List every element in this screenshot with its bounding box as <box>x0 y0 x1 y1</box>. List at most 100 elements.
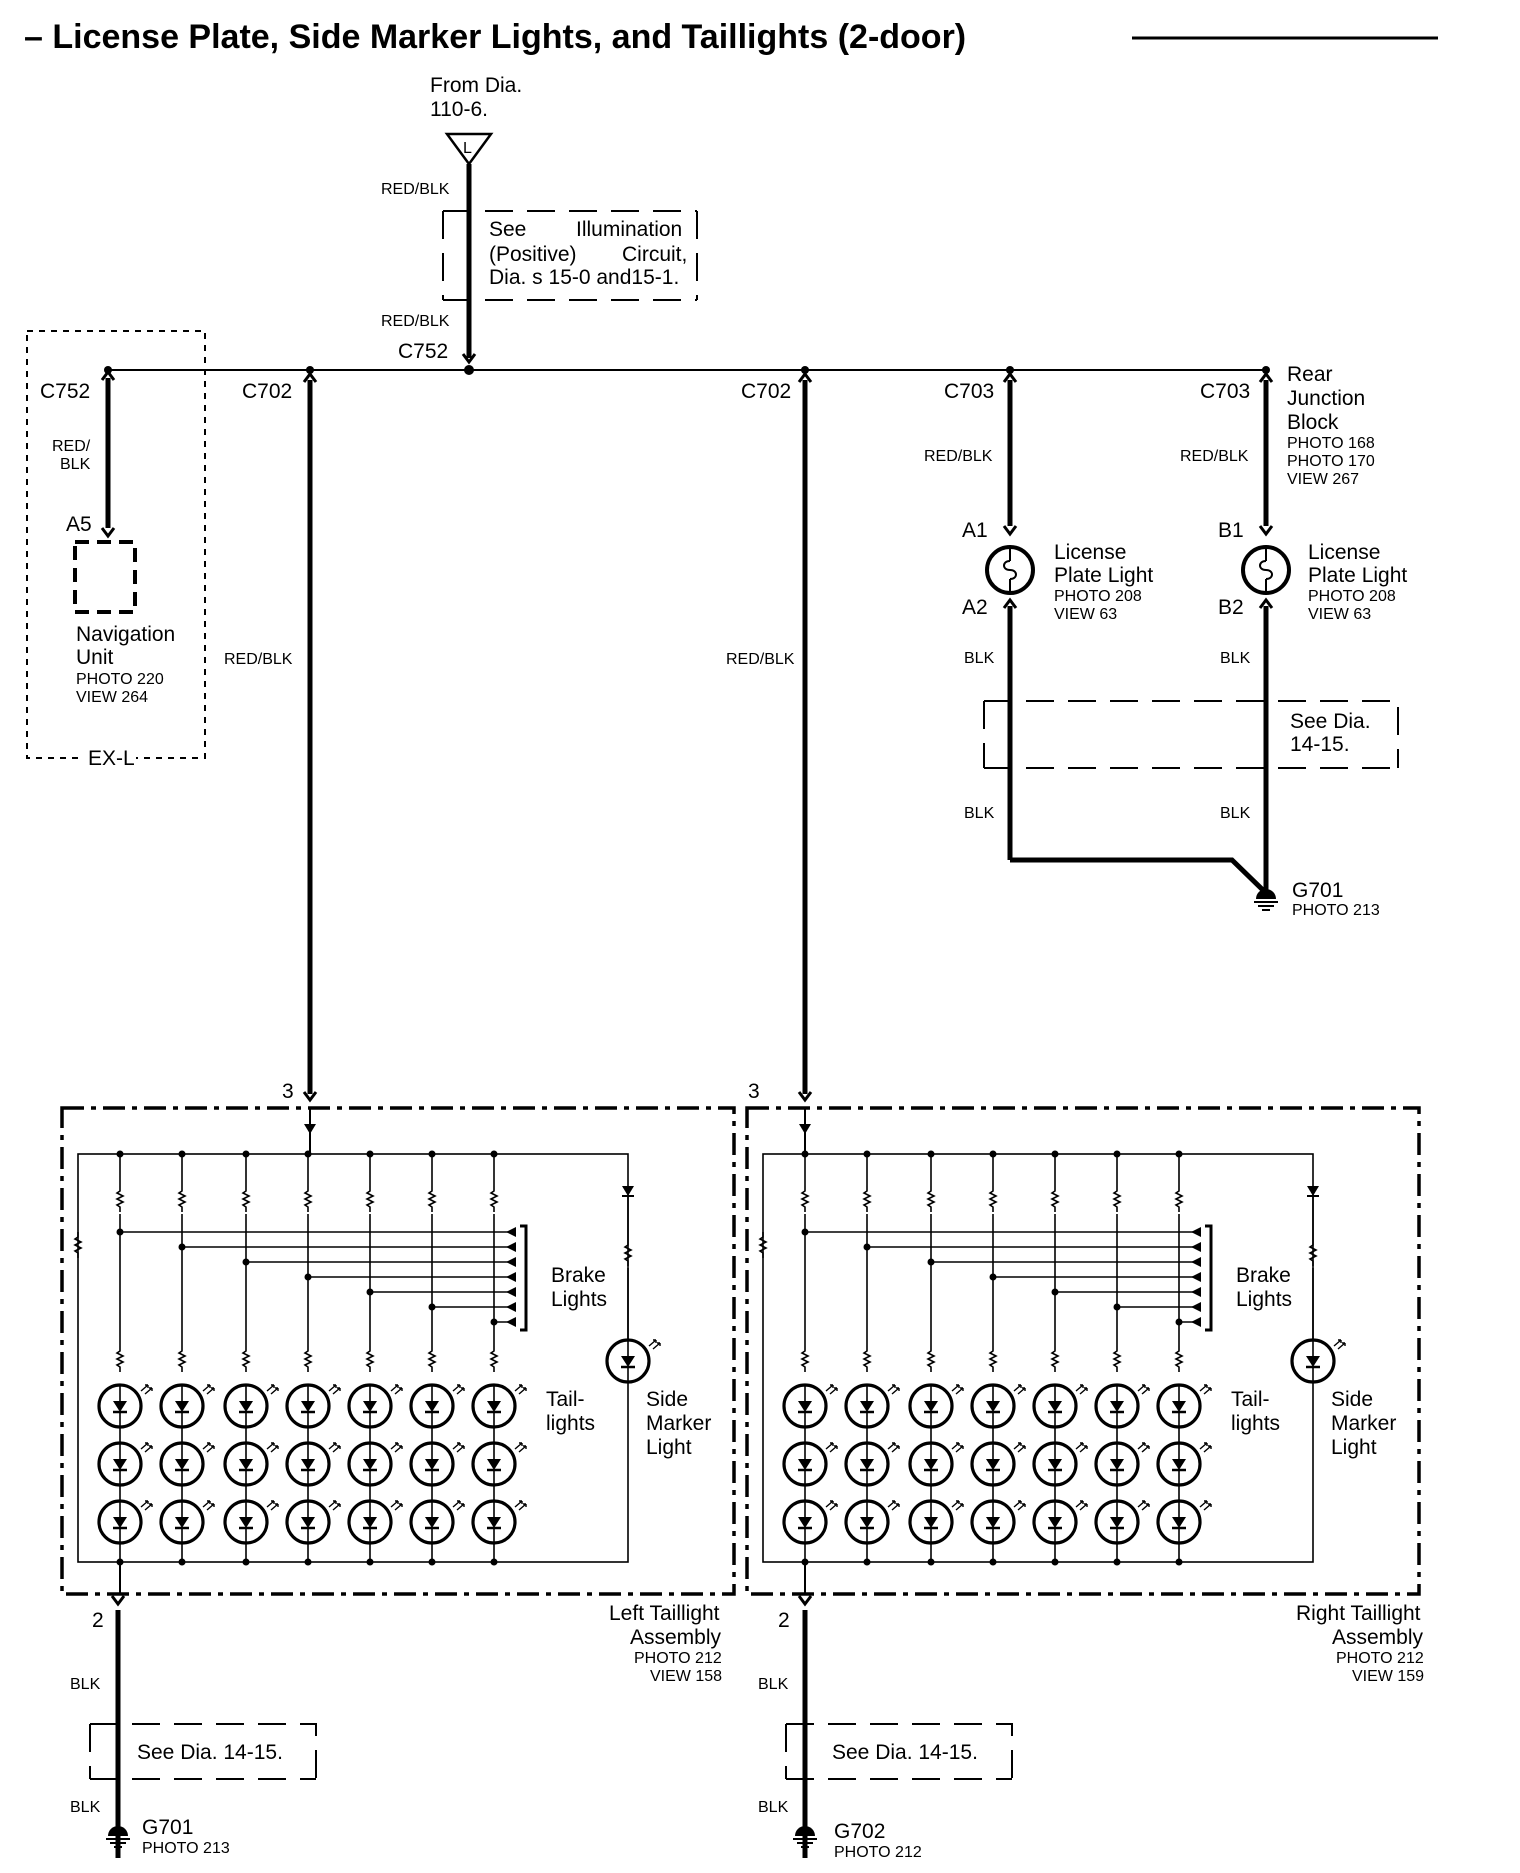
rear-junction-1: Rear <box>1287 363 1333 386</box>
bottom-junction <box>1113 1558 1121 1566</box>
license-a-photo: PHOTO 208 <box>1054 588 1142 605</box>
bottom-junction <box>927 1558 935 1566</box>
license-a-connector: C703 <box>944 380 994 403</box>
nav-pin-label: A5 <box>66 513 92 536</box>
license-plate-light-left-bulb <box>985 545 1035 595</box>
taillight-led-icon <box>908 1383 965 1429</box>
right-assembly-name-1: Right Taillight <box>1296 1602 1421 1625</box>
assembly-feed-arrow <box>799 1124 811 1134</box>
bottom-junction <box>863 1558 871 1566</box>
license-a-name-2: Plate Light <box>1054 564 1153 587</box>
navigation-option-box <box>26 330 206 759</box>
taillight-led-icon <box>285 1499 342 1545</box>
taillight-led-icon <box>844 1383 901 1429</box>
nav-connector-label: C752 <box>40 380 90 403</box>
assembly-label-4: Side <box>1331 1388 1373 1411</box>
license-b-name-2: Plate Light <box>1308 564 1407 587</box>
column-resistor-bottom <box>428 1345 436 1373</box>
brake-arrow <box>506 1272 516 1282</box>
taillight-led-icon <box>223 1383 280 1429</box>
bottom-junction <box>366 1558 374 1566</box>
license-a-ground-color-2: BLK <box>964 805 995 822</box>
taillight-led-icon <box>970 1441 1027 1487</box>
license-a-view: VIEW 63 <box>1054 606 1117 623</box>
left-assembly-name-2: Assembly <box>630 1626 722 1649</box>
assembly-label-2: Tail- <box>546 1388 585 1411</box>
navigation-unit-symbol <box>73 540 137 614</box>
right-ground-photo: PHOTO 212 <box>834 1844 922 1861</box>
column-resistor-bottom <box>366 1345 374 1373</box>
right-assembly-pin-bottom: 2 <box>778 1609 790 1632</box>
bottom-junction <box>116 1558 124 1566</box>
right-see-dia-box <box>785 1723 1013 1780</box>
nav-view: VIEW 264 <box>76 689 148 706</box>
left-assembly-pin-top: 3 <box>282 1080 294 1103</box>
nav-name-2: Unit <box>76 646 114 669</box>
right-assembly-photo: PHOTO 212 <box>1336 1650 1424 1667</box>
nav-wire-color-1: RED/ <box>52 438 91 455</box>
bottom-junction <box>428 1558 436 1566</box>
license-ground-label: G701 <box>1292 879 1343 902</box>
license-b-ground-color-1: BLK <box>1220 650 1251 667</box>
column-resistor-bottom <box>801 1345 809 1373</box>
taillight-led-icon <box>223 1441 280 1487</box>
from-dia-line2: 110-6. <box>430 98 488 121</box>
taillight-led-icon <box>1032 1441 1089 1487</box>
left-assembly-name-1: Left Taillight <box>609 1602 720 1625</box>
assembly-label-0: Brake <box>1236 1264 1291 1287</box>
taillight-led-icon <box>471 1499 528 1545</box>
taillight-led-icon <box>347 1441 404 1487</box>
column-resistor-top <box>801 1185 809 1213</box>
assembly-label-2: Tail- <box>1231 1388 1270 1411</box>
column-resistor-top <box>242 1185 250 1213</box>
brake-arrow <box>1191 1227 1201 1237</box>
brake-arrow <box>506 1257 516 1267</box>
assembly-inner-frame <box>77 1153 629 1563</box>
column-resistor-top <box>490 1185 498 1213</box>
navigation-option-label: EX-L <box>88 747 135 770</box>
taillight-led-icon <box>223 1499 280 1545</box>
main-connector-label: C752 <box>398 340 448 363</box>
license-plate-light-right-bulb <box>1241 545 1291 595</box>
right-assembly-view: VIEW 159 <box>1352 1668 1424 1685</box>
side-marker-led-icon <box>1290 1338 1347 1384</box>
illum-see: See <box>489 218 526 241</box>
bottom-junction <box>242 1558 250 1566</box>
brake-bracket <box>1205 1224 1213 1332</box>
taillight-led-icon <box>159 1383 216 1429</box>
taillight-led-icon <box>159 1441 216 1487</box>
left-ground-color-2: BLK <box>70 1799 101 1816</box>
column-resistor-top <box>304 1185 312 1213</box>
taillight-led-icon <box>1156 1499 1213 1545</box>
license-b-photo: PHOTO 208 <box>1308 588 1396 605</box>
bottom-junction <box>989 1558 997 1566</box>
illum-circuit: Circuit, <box>622 243 687 266</box>
assembly-label-6: Light <box>1331 1436 1377 1459</box>
assembly-label-3: lights <box>1231 1412 1280 1435</box>
column-resistor-bottom <box>178 1345 186 1373</box>
taillight-led-icon <box>97 1499 154 1545</box>
license-a-pin-bot: A2 <box>962 596 988 619</box>
right-assembly-name-2: Assembly <box>1332 1626 1424 1649</box>
assembly-label-3: lights <box>546 1412 595 1435</box>
right-ground-color-1: BLK <box>758 1676 789 1693</box>
taillight-led-icon <box>97 1441 154 1487</box>
taillight-led-icon <box>970 1499 1027 1545</box>
taillight-led-icon <box>970 1383 1027 1429</box>
license-b-connector: C703 <box>1200 380 1250 403</box>
bottom-junction <box>1175 1558 1183 1566</box>
brake-arrow <box>1191 1257 1201 1267</box>
taillight-led-icon <box>1156 1441 1213 1487</box>
taillight-led-icon <box>908 1499 965 1545</box>
taillight-led-icon <box>1094 1383 1151 1429</box>
from-dia-terminal-label: L <box>463 140 472 157</box>
assembly-outline <box>60 1106 736 1596</box>
column-resistor-bottom <box>1113 1345 1121 1373</box>
taillight-led-icon <box>471 1441 528 1487</box>
column-resistor-bottom <box>1051 1345 1059 1373</box>
from-dia-terminal <box>444 132 494 167</box>
rear-junction-photo1: PHOTO 168 <box>1287 435 1375 452</box>
